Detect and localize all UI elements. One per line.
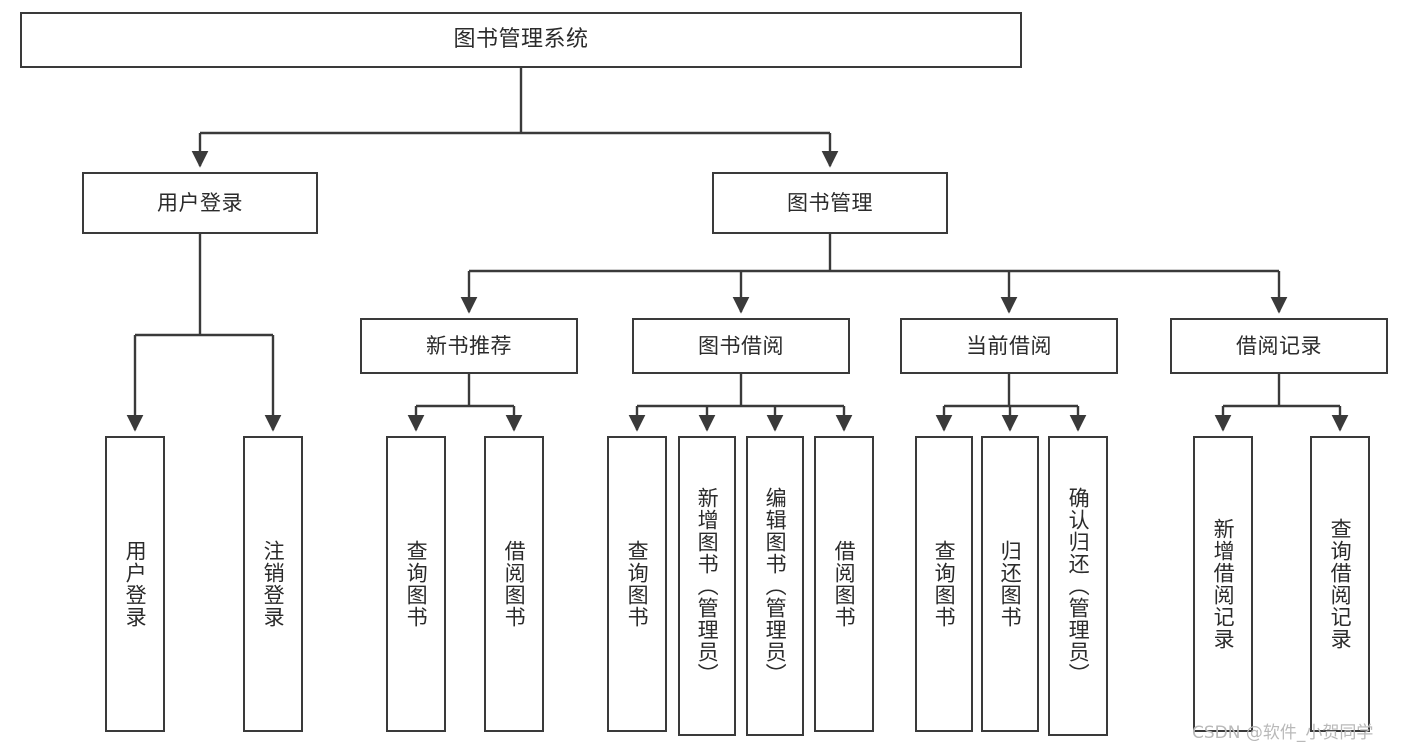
- leaf-edit-book-admin[interactable]: 编辑图书（管理员）: [746, 436, 804, 736]
- leaf-add-book-admin[interactable]: 新增图书（管理员）: [678, 436, 736, 736]
- leaf-user-login-label: 用户登录: [123, 540, 148, 628]
- node-new-book-recommend-label: 新书推荐: [426, 333, 512, 358]
- leaf-query-book-current-label: 查询图书: [932, 540, 957, 628]
- node-root[interactable]: 图书管理系统: [20, 12, 1022, 68]
- leaf-add-book-admin-label: 新增图书（管理员）: [695, 487, 720, 685]
- leaf-borrow-book[interactable]: 借阅图书: [814, 436, 874, 732]
- node-book-management[interactable]: 图书管理: [712, 172, 948, 234]
- node-borrow-record-label: 借阅记录: [1236, 333, 1322, 358]
- node-book-borrow-label: 图书借阅: [698, 333, 784, 358]
- node-root-label: 图书管理系统: [453, 27, 589, 53]
- leaf-add-borrow-record[interactable]: 新增借阅记录: [1193, 436, 1253, 732]
- leaf-edit-book-admin-label: 编辑图书（管理员）: [763, 487, 788, 685]
- leaf-query-borrow-record[interactable]: 查询借阅记录: [1310, 436, 1370, 732]
- leaf-return-book-label: 归还图书: [998, 540, 1023, 628]
- leaf-query-book-borrow[interactable]: 查询图书: [607, 436, 667, 732]
- node-book-borrow[interactable]: 图书借阅: [632, 318, 850, 374]
- node-user-login[interactable]: 用户登录: [82, 172, 318, 234]
- node-new-book-recommend[interactable]: 新书推荐: [360, 318, 578, 374]
- node-current-borrow-label: 当前借阅: [966, 333, 1052, 358]
- node-book-management-label: 图书管理: [787, 190, 873, 215]
- leaf-query-book-borrow-label: 查询图书: [625, 540, 650, 628]
- leaf-borrow-book-label: 借阅图书: [832, 540, 857, 628]
- leaf-user-login[interactable]: 用户登录: [105, 436, 165, 732]
- leaf-borrow-book-newbook[interactable]: 借阅图书: [484, 436, 544, 732]
- node-user-login-label: 用户登录: [157, 190, 243, 215]
- leaf-confirm-return-admin-label: 确认归还（管理员）: [1066, 487, 1091, 685]
- node-current-borrow[interactable]: 当前借阅: [900, 318, 1118, 374]
- leaf-borrow-book-newbook-label: 借阅图书: [502, 540, 527, 628]
- leaf-logout[interactable]: 注销登录: [243, 436, 303, 732]
- leaf-return-book[interactable]: 归还图书: [981, 436, 1039, 732]
- leaf-confirm-return-admin[interactable]: 确认归还（管理员）: [1048, 436, 1108, 736]
- leaf-add-borrow-record-label: 新增借阅记录: [1211, 518, 1236, 650]
- leaf-query-book-current[interactable]: 查询图书: [915, 436, 973, 732]
- leaf-query-borrow-record-label: 查询借阅记录: [1328, 518, 1353, 650]
- node-borrow-record[interactable]: 借阅记录: [1170, 318, 1388, 374]
- leaf-logout-label: 注销登录: [261, 540, 286, 628]
- csdn-watermark: CSDN @软件_小贺同学: [1192, 723, 1374, 743]
- leaf-query-book-newbook-label: 查询图书: [404, 540, 429, 628]
- leaf-query-book-newbook[interactable]: 查询图书: [386, 436, 446, 732]
